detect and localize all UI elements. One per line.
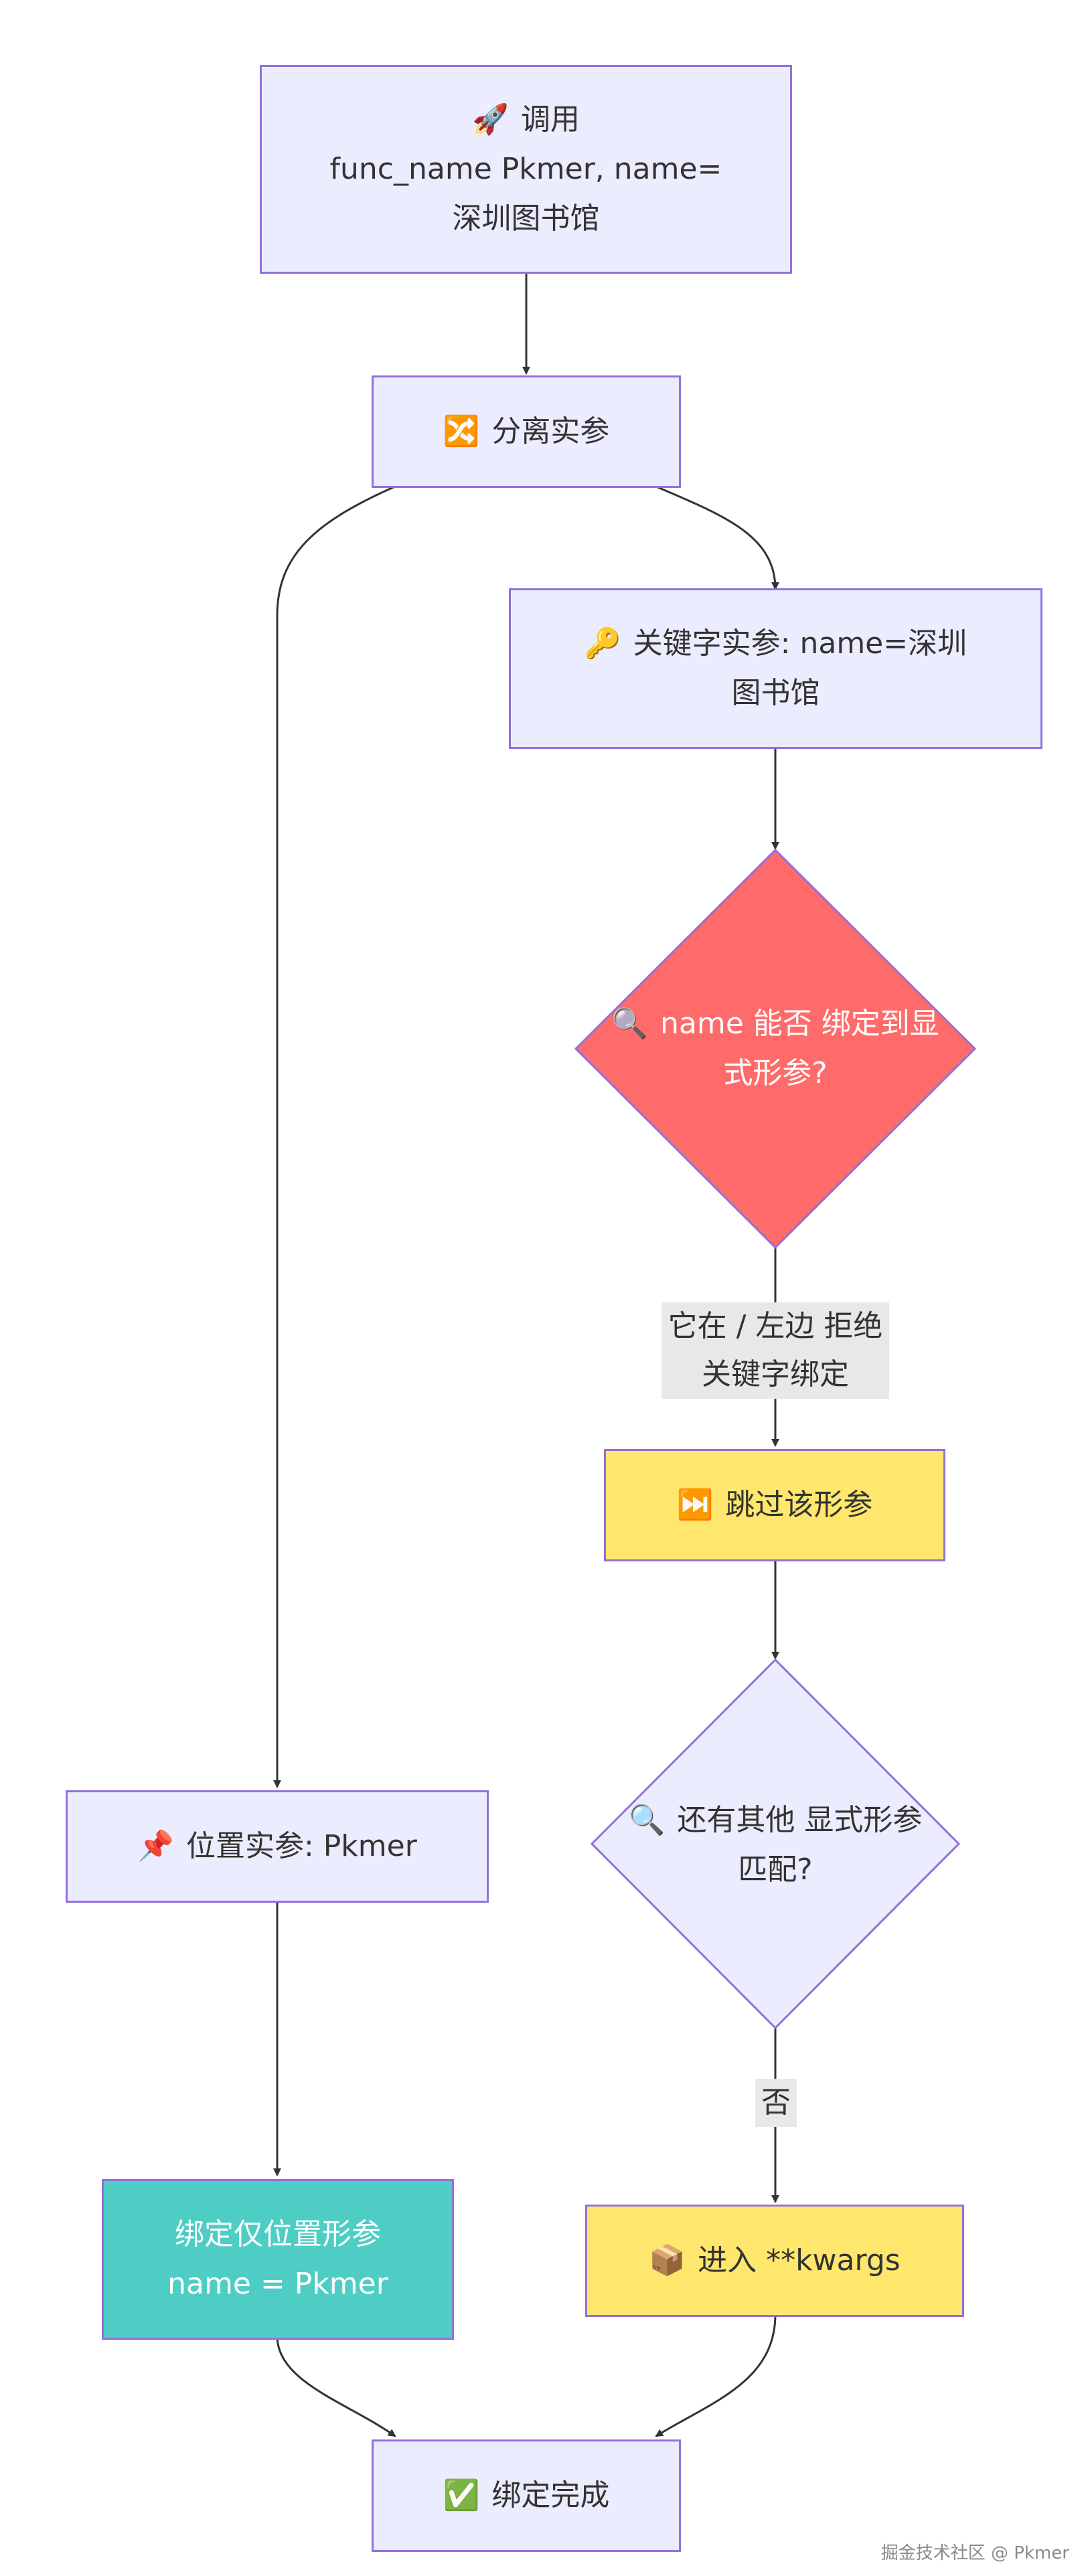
pushpin-icon: 📌 bbox=[137, 1829, 174, 1863]
node-done-label: 绑定完成 bbox=[491, 2478, 610, 2512]
node-split: 🔀 分离实参 bbox=[372, 375, 681, 488]
node-call-line-2: func_name Pkmer, name= bbox=[329, 152, 722, 186]
node-positional: 📌 位置实参: Pkmer bbox=[66, 1790, 489, 1903]
shuffle-icon: 🔀 bbox=[443, 414, 480, 448]
node-call-line-1: 调用 bbox=[520, 102, 580, 137]
node-check-bind: 🔍 name 能否 绑定到显式形参? bbox=[603, 964, 948, 1134]
node-keyword-line-2: 图书馆 bbox=[731, 676, 820, 710]
node-bind-pos-line-1: 绑定仅位置形参 bbox=[175, 2217, 381, 2251]
skip-forward-icon: ⏭️ bbox=[676, 1488, 714, 1522]
edge-label-left-side-line-1: 它在 / 左边 bbox=[668, 1309, 815, 1343]
node-skip: ⏭️ 跳过该形参 bbox=[604, 1449, 945, 1561]
edge-label-no-text: 否 bbox=[761, 2085, 791, 2120]
package-icon: 📦 bbox=[649, 2243, 686, 2278]
node-bind-pos: 绑定仅位置形参 name = Pkmer bbox=[102, 2179, 454, 2340]
node-kwargs: 📦 进入 **kwargs bbox=[585, 2205, 964, 2317]
key-icon: 🔑 bbox=[584, 626, 621, 661]
edge-label-left-side-line-2: 拒绝关键字绑定 bbox=[702, 1309, 883, 1391]
watermark: 掘金技术社区 @ Pkmer bbox=[880, 2543, 1069, 2563]
node-kwargs-label: 进入 **kwargs bbox=[698, 2243, 901, 2278]
node-check-bind-line-1: name 能否 bbox=[660, 1007, 812, 1041]
edge-kwargs-done bbox=[655, 2314, 777, 2437]
node-call-line-3: 深圳图书馆 bbox=[452, 201, 600, 236]
node-bind-pos-line-2: name = Pkmer bbox=[167, 2267, 388, 2301]
node-positional-label: 位置实参: Pkmer bbox=[185, 1829, 417, 1863]
edge-split-positional bbox=[273, 485, 396, 1788]
edge-split-keyword bbox=[655, 485, 779, 590]
node-done: ✅ 绑定完成 bbox=[372, 2439, 681, 2552]
node-keyword-line-1: 关键字实参: name=深圳 bbox=[633, 626, 967, 661]
node-check-other: 🔍 还有其他 显式形参匹配? bbox=[623, 1760, 928, 1930]
magnifier-icon: 🔍 bbox=[628, 1803, 666, 1837]
magnifier-icon: 🔍 bbox=[611, 1007, 648, 1041]
node-check-other-line-1: 还有其他 bbox=[677, 1803, 795, 1837]
diamond-check-other bbox=[590, 1658, 961, 2030]
node-split-label: 分离实参 bbox=[491, 414, 610, 448]
rocket-icon: 🚀 bbox=[472, 102, 509, 137]
node-check-bind-line-2: 绑定到显式形参? bbox=[723, 1007, 939, 1090]
diamond-check-bind bbox=[574, 848, 977, 1250]
edge-label-left-side: 它在 / 左边 拒绝关键字绑定 bbox=[662, 1302, 889, 1399]
node-call: 🚀 调用 func_name Pkmer, name= 深圳图书馆 bbox=[260, 65, 792, 274]
node-skip-label: 跳过该形参 bbox=[725, 1488, 873, 1522]
check-mark-icon: ✅ bbox=[443, 2478, 480, 2512]
edge-label-no: 否 bbox=[755, 2079, 797, 2127]
node-check-other-line-2: 显式形参匹配? bbox=[738, 1803, 923, 1887]
node-keyword: 🔑 关键字实参: name=深圳 图书馆 bbox=[509, 588, 1042, 749]
edge-bindpos-done bbox=[276, 2335, 396, 2437]
